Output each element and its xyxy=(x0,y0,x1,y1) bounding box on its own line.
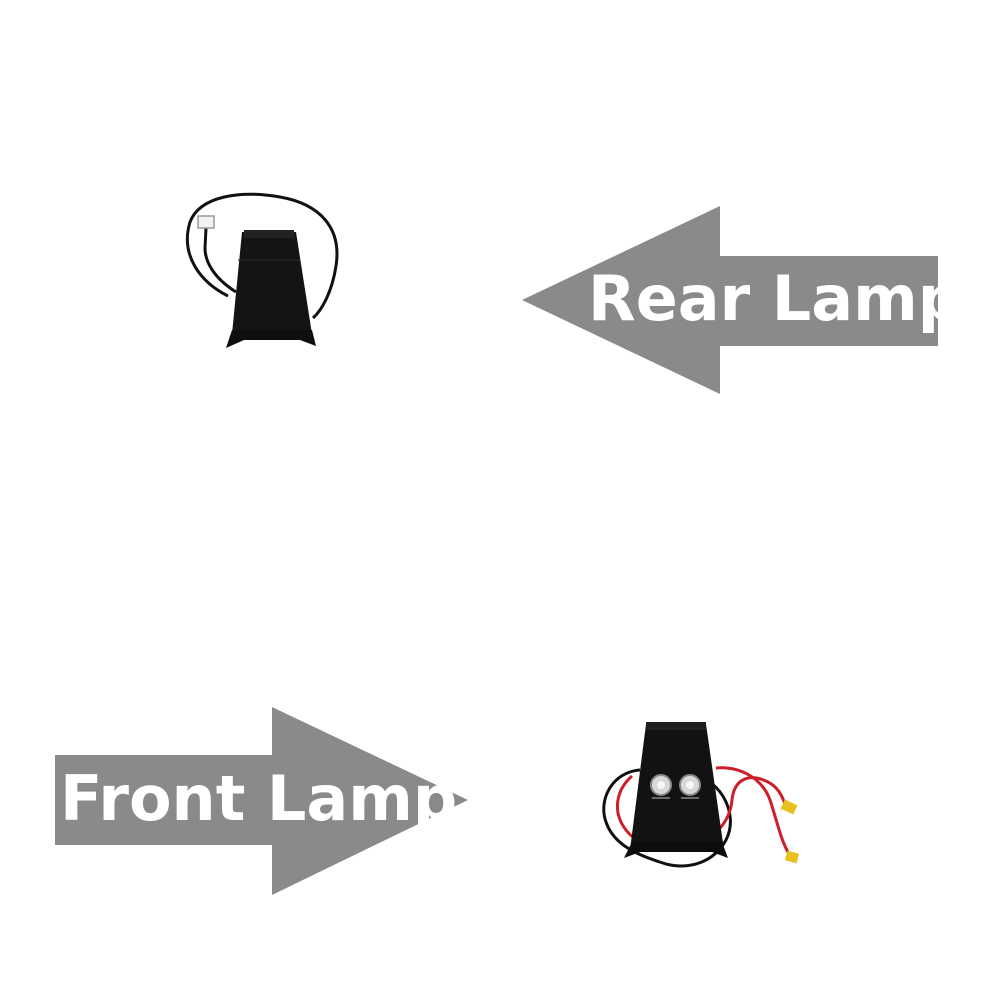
front-lamp-top-lip xyxy=(646,722,706,730)
front-lamp-wire-red-2 xyxy=(715,766,794,859)
left-arrow-icon xyxy=(522,206,938,394)
front-lamp-body xyxy=(630,724,724,850)
right-arrow-icon xyxy=(55,707,468,895)
rear-lamp-label: Rear Lamp xyxy=(588,262,963,335)
rear-lamp-wire xyxy=(185,192,339,320)
front-lamp-wire-black xyxy=(602,768,732,868)
front-lamp-base xyxy=(624,842,728,858)
rear-lamp-top-lip xyxy=(244,230,294,238)
rear-lamp-body xyxy=(232,232,312,334)
front-lamp-connector-2 xyxy=(784,850,800,864)
rear-lamp-connector xyxy=(197,215,215,229)
rear-lamp-base xyxy=(226,330,316,348)
rear-lamp-wire-inner xyxy=(203,227,237,294)
rear-lamp xyxy=(185,192,339,348)
front-lamp-connector-1 xyxy=(780,799,798,815)
front-lamp-label: Front Lamp xyxy=(60,762,458,835)
front-lamp xyxy=(602,722,800,868)
